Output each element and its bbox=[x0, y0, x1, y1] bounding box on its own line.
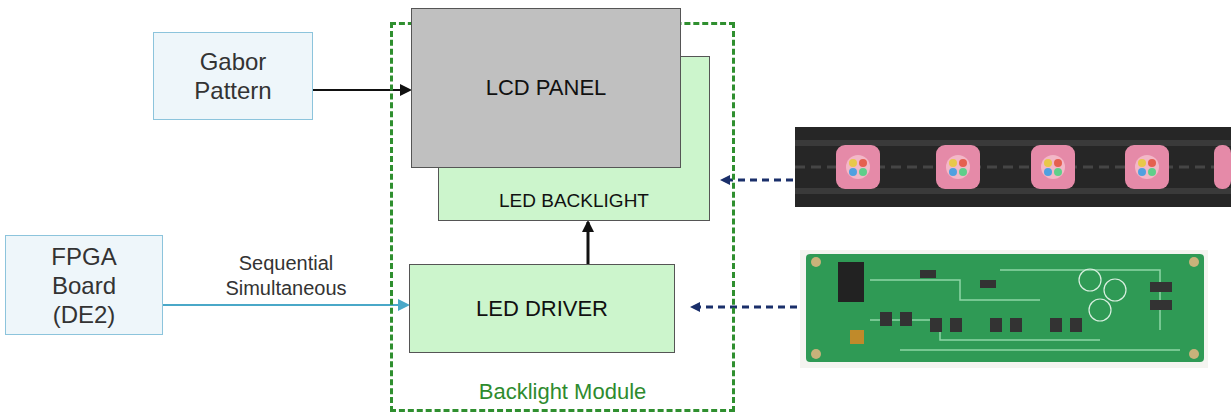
box-label: Gabor Pattern bbox=[178, 47, 288, 105]
lcd-panel-box: LCD PANEL bbox=[411, 8, 681, 168]
signal-label: Sequential Simultaneous bbox=[208, 251, 364, 301]
connector-arrow bbox=[587, 222, 590, 264]
fpga-box: FPGA Board (DE2) bbox=[5, 235, 163, 335]
box-label: LCD PANEL bbox=[486, 75, 607, 101]
driver-box: LED DRIVER bbox=[409, 264, 675, 353]
box-label: LED DRIVER bbox=[476, 296, 608, 322]
box-label: FPGA Board (DE2) bbox=[37, 242, 132, 329]
module-group: Backlight Module LCD PANEL LED BACKLIGHT LE… bbox=[390, 22, 735, 412]
pointer-line bbox=[692, 306, 797, 309]
connector-arrow bbox=[313, 89, 410, 91]
group-label: Backlight Module bbox=[393, 379, 732, 405]
connector-arrow bbox=[163, 304, 408, 306]
box-label: LED BACKLIGHT bbox=[499, 189, 649, 212]
led-strip-photo bbox=[795, 127, 1231, 207]
input-box: Gabor Pattern bbox=[153, 32, 313, 120]
pcb-photo bbox=[800, 250, 1208, 368]
